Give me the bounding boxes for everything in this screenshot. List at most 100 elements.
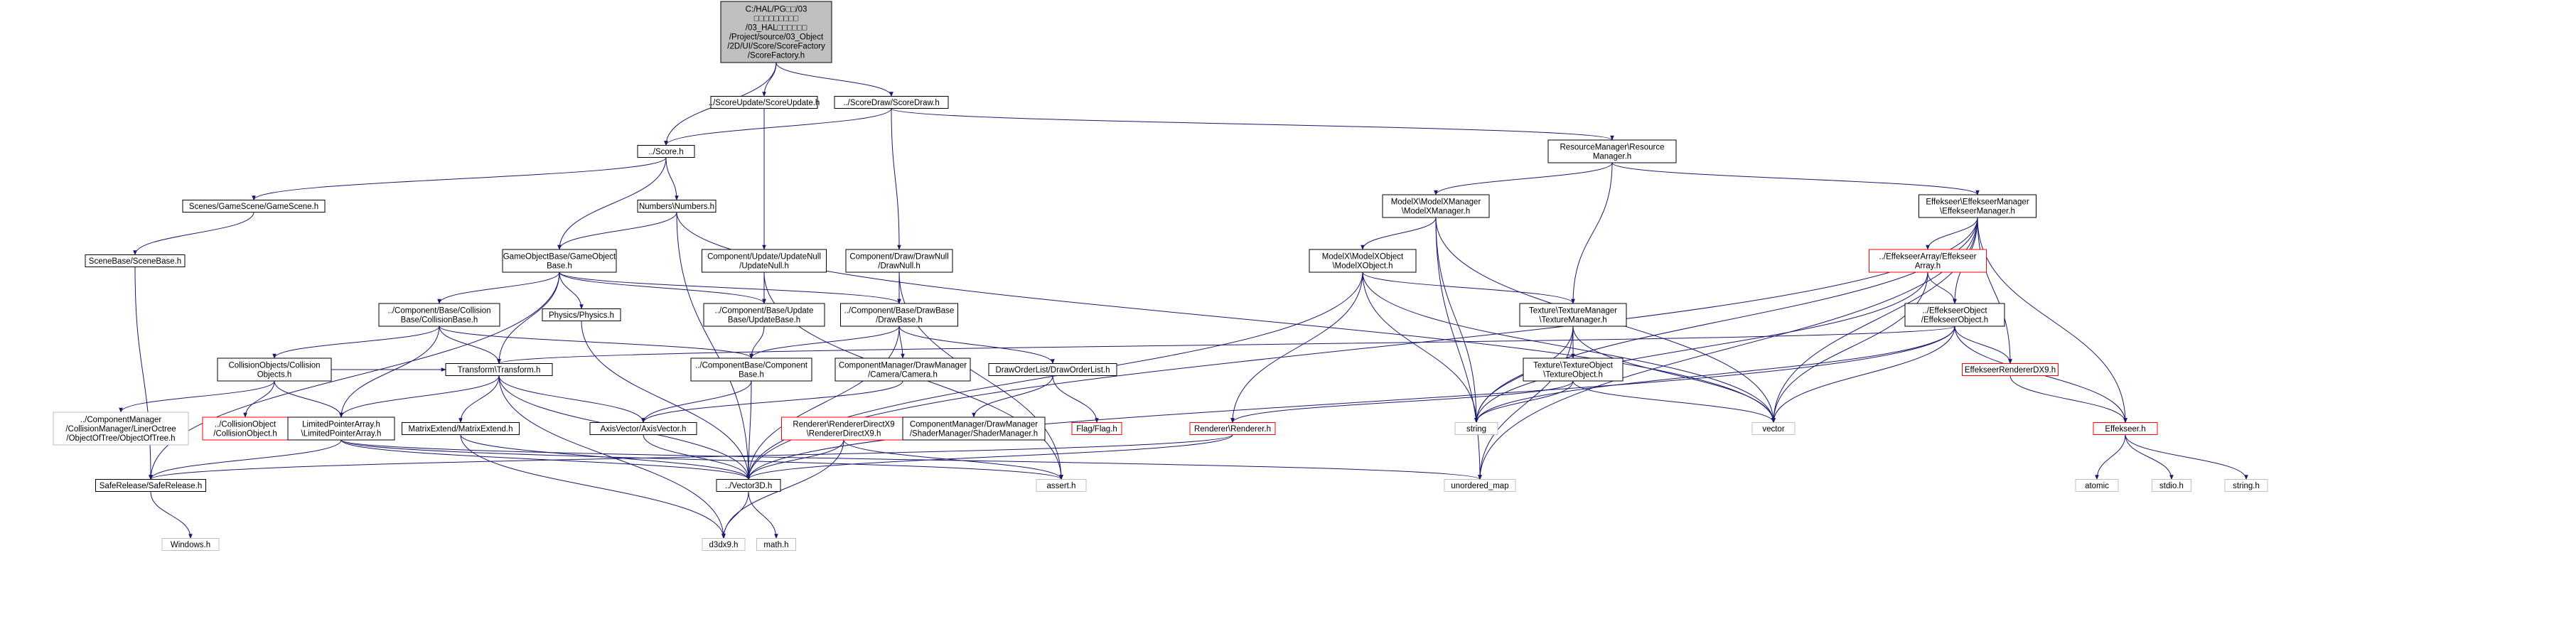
node-shader[interactable]: ComponentManager/DrawManager/ShaderManag… bbox=[902, 416, 1046, 441]
edge-line bbox=[460, 434, 726, 539]
node-numbers[interactable]: Numbers\Numbers.h bbox=[637, 200, 717, 213]
edge-axis-to-vector3d bbox=[643, 434, 751, 480]
node-gamescene[interactable]: Scenes/GameScene/GameScene.h bbox=[182, 200, 326, 213]
edge-line bbox=[721, 491, 749, 539]
node-label: MatrixExtend/MatrixExtend.h bbox=[408, 425, 512, 434]
edge-drawlist-to-flag bbox=[1052, 375, 1099, 424]
node-box bbox=[703, 303, 825, 327]
node-effrend[interactable]: EffekseerRendererDX9.h bbox=[1962, 363, 2059, 376]
node-texmgr[interactable]: Texture\TextureManager\TextureManager.h bbox=[1519, 303, 1627, 327]
edge-line bbox=[1362, 272, 1575, 304]
node-flag[interactable]: Flag/Flag.h bbox=[1071, 422, 1122, 435]
node-collobj[interactable]: ../CollisionObject/CollisionObject.h bbox=[202, 416, 289, 441]
node-gobase[interactable]: GameObjectBase/GameObjectBase.h bbox=[502, 249, 617, 273]
node-label: ../Component/Base/DrawBase bbox=[844, 307, 955, 316]
node-updatenull[interactable]: Component/Update/UpdateNull/UpdateNull.h bbox=[702, 249, 827, 273]
node-label: vector bbox=[1762, 425, 1784, 434]
node-label: Array.h bbox=[1915, 262, 1941, 271]
node-effarray[interactable]: ../EffekseerArray/EffekseerArray.h bbox=[1869, 249, 1987, 273]
node-label: /CollisionManager/LinerOctree bbox=[65, 425, 176, 434]
node-label: □□□□□□□□□ bbox=[754, 15, 799, 23]
node-root[interactable]: C:/HAL/PG□□/03□□□□□□□□□/03_HAL□□□□□□/Pro… bbox=[720, 1, 832, 63]
node-collobjs[interactable]: CollisionObjects/CollisionObjects.h bbox=[217, 357, 332, 382]
edge-line bbox=[1926, 217, 1978, 250]
node-label: \RendererDirectX9.h bbox=[807, 430, 881, 439]
node-renderer[interactable]: Renderer\Renderer.h bbox=[1189, 422, 1276, 435]
edge-drawlist-to-shader bbox=[972, 375, 1053, 418]
nodes-layer: C:/HAL/PG□□/03□□□□□□□□□/03_HAL□□□□□□/Pro… bbox=[53, 1, 2268, 551]
node-label: Scenes/GameScene/GameScene.h bbox=[189, 203, 318, 211]
edge-line bbox=[1771, 326, 1955, 424]
edge-line bbox=[676, 212, 751, 480]
edge-root-to-scoredraw bbox=[776, 62, 893, 97]
node-drawlist[interactable]: DrawOrderList/DrawOrderList.h bbox=[988, 363, 1117, 376]
edge-line bbox=[497, 272, 560, 365]
node-transform[interactable]: Transform\Transform.h bbox=[445, 363, 553, 376]
node-label: unordered_map bbox=[1451, 482, 1508, 490]
node-effmgr[interactable]: Effekseer\EffekseerManager\EffekseerMana… bbox=[1918, 194, 2036, 218]
node-label: Renderer\Renderer.h bbox=[1194, 425, 1271, 434]
node-box bbox=[542, 308, 621, 321]
node-box bbox=[1454, 422, 1498, 435]
edge-line bbox=[559, 272, 901, 304]
node-physics[interactable]: Physics/Physics.h bbox=[542, 308, 621, 321]
node-box bbox=[589, 422, 697, 435]
edge-scoredraw-to-drawnull bbox=[891, 108, 901, 250]
edge-line bbox=[1474, 272, 1928, 424]
node-drawbase[interactable]: ../Component/Base/DrawBase/DrawBase.h bbox=[840, 303, 958, 327]
node-texobj[interactable]: Texture\TextureObject\TextureObject.h bbox=[1523, 357, 1624, 382]
edge-line bbox=[641, 380, 903, 424]
node-score[interactable]: ../Score.h bbox=[637, 145, 695, 158]
node-drawnull[interactable]: Component/Draw/DrawNull/DrawNull.h bbox=[845, 249, 953, 273]
edge-line bbox=[641, 380, 752, 424]
node-scoreupdate[interactable]: ../ScoreUpdate/ScoreUpdate.h bbox=[709, 96, 820, 109]
edge-physics-to-vector3d bbox=[581, 321, 751, 480]
edge-resmgr-to-modelxmgr bbox=[1434, 162, 1613, 195]
node-stringh: string.h bbox=[2224, 479, 2268, 492]
node-scenebase[interactable]: SceneBase/SceneBase.h bbox=[85, 254, 186, 267]
edge-effarray-to-effobj bbox=[1927, 272, 1957, 304]
edge-line bbox=[557, 212, 677, 250]
edge-line bbox=[898, 326, 1055, 365]
node-box bbox=[1071, 422, 1122, 435]
node-modelxobj[interactable]: ModelX\ModelXObject\ModelXObject.h bbox=[1309, 249, 1417, 273]
node-box bbox=[1751, 422, 1796, 435]
node-matext[interactable]: MatrixExtend/MatrixExtend.h bbox=[402, 422, 520, 435]
edge-line bbox=[746, 326, 900, 480]
node-scoredraw[interactable]: ../ScoreDraw/ScoreDraw.h bbox=[834, 96, 949, 109]
node-resmgr[interactable]: ResourceManager\ResourceManager.h bbox=[1547, 139, 1677, 163]
edge-effrend-to-effh bbox=[2009, 375, 2127, 424]
edge-line bbox=[339, 326, 440, 418]
node-compbase[interactable]: ../ComponentBase/ComponentBase.h bbox=[690, 357, 812, 382]
node-lptr[interactable]: LimitedPointerArray.h\LimitedPointerArra… bbox=[287, 416, 395, 441]
node-label: ../CollisionObject bbox=[215, 421, 277, 429]
edge-line bbox=[1052, 375, 1099, 424]
node-label: d3dx9.h bbox=[709, 541, 739, 549]
edge-camera-to-axis bbox=[641, 380, 903, 424]
node-modelxmgr[interactable]: ModelX\ModelXManager\ModelXManager.h bbox=[1382, 194, 1490, 218]
node-saferel[interactable]: SafeRelease/SafeRelease.h bbox=[95, 479, 206, 492]
node-box bbox=[710, 96, 818, 109]
node-collbase[interactable]: ../Component/Base/CollisionBase/Collisio… bbox=[378, 303, 500, 327]
edge-line bbox=[749, 326, 900, 359]
node-effobj[interactable]: ../EffekseerObject/EffekseerObject.h bbox=[1904, 303, 2005, 327]
node-label: ComponentManager/DrawManager bbox=[839, 362, 967, 370]
edge-line bbox=[1362, 272, 1776, 424]
node-box bbox=[690, 357, 812, 382]
node-updatebase[interactable]: ../Component/Base/UpdateBase/UpdateBase.… bbox=[703, 303, 825, 327]
node-box bbox=[1547, 139, 1677, 163]
edge-resmgr-to-effmgr bbox=[1611, 162, 1980, 195]
edge-effarray-to-string bbox=[1474, 272, 1928, 424]
edge-line bbox=[272, 326, 440, 359]
edge-compbase-to-vector3d bbox=[746, 380, 752, 480]
edge-collbase-to-collobjs bbox=[272, 326, 440, 359]
edge-effobj-to-vector bbox=[1771, 326, 1955, 424]
node-renddx9[interactable]: Renderer\RendererDirectX9\RendererDirect… bbox=[781, 416, 906, 441]
node-camera[interactable]: ComponentManager/DrawManager/Camera/Came… bbox=[834, 357, 971, 382]
edge-line bbox=[1361, 217, 1437, 250]
edge-line bbox=[2095, 434, 2126, 480]
node-effh[interactable]: Effekseer.h bbox=[2093, 422, 2158, 435]
node-axis[interactable]: AxisVector/AxisVector.h bbox=[589, 422, 697, 435]
node-label: /03_HAL□□□□□□ bbox=[746, 24, 807, 33]
node-vector3d[interactable]: ../Vector3D.h bbox=[716, 479, 781, 492]
